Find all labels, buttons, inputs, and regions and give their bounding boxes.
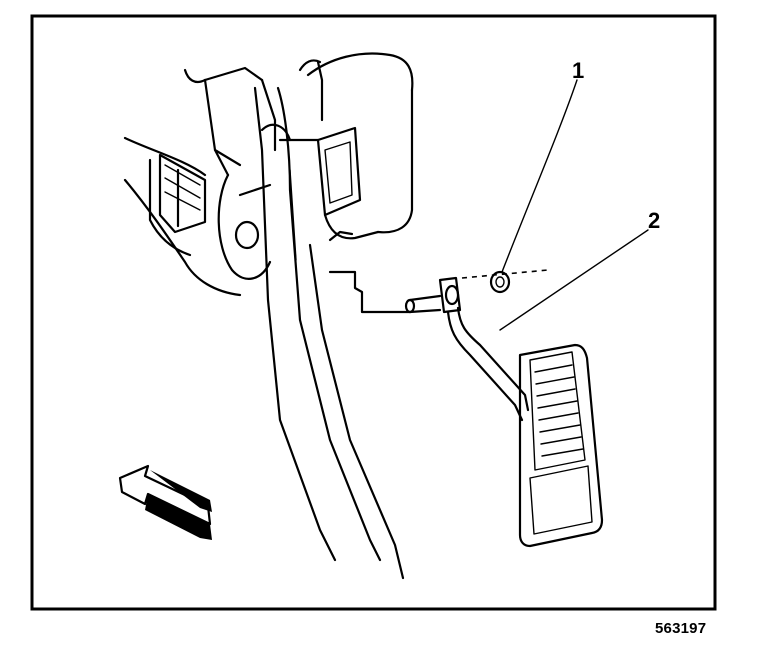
leader-2 [499,229,649,331]
callout-1: 1 [572,58,584,83]
upper-housing [278,52,414,314]
alignment-line [461,269,549,279]
bracket-assembly [123,66,277,297]
figure-id: 563197 [655,620,707,637]
accelerator-pedal [404,276,604,548]
washer [489,270,511,294]
lever-arm [253,86,405,580]
leader-1 [501,79,578,273]
direction-arrow [118,464,212,540]
callout-2: 2 [648,208,660,233]
